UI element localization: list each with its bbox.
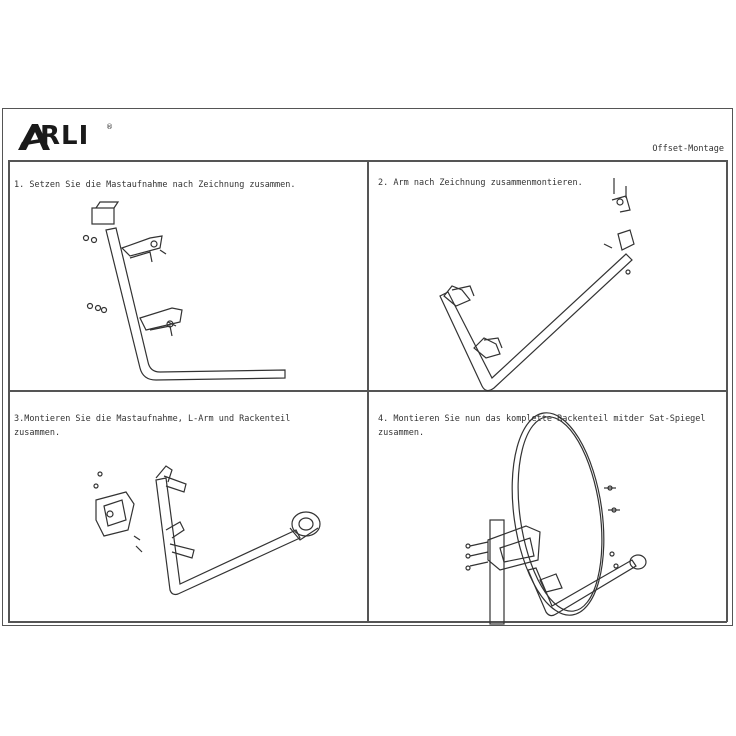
step-4-number: 4. <box>378 414 389 424</box>
step-3-caption: 3.Montieren Sie die Mastaufnahme, L-Arm … <box>14 398 354 440</box>
step-2-text: Arm nach Zeichnung zusammenmontieren. <box>393 178 583 188</box>
step-2-arm-drawing <box>439 178 635 392</box>
vertical-divider <box>367 160 369 622</box>
left-border <box>8 160 10 622</box>
step-1-number: 1. <box>14 180 25 190</box>
arli-logo-icon <box>18 124 50 150</box>
step-4-caption: 4. Montieren Sie nun das komplette Racke… <box>378 398 718 440</box>
step-3-assembly-drawing <box>93 465 321 596</box>
step-1-caption: 1. Setzen Sie die Mastaufnahme nach Zeic… <box>14 164 295 192</box>
step-3-text: Montieren Sie die Mastaufnahme, L-Arm un… <box>14 414 291 438</box>
brand-name: RLI <box>40 121 90 151</box>
right-border <box>726 160 728 622</box>
step-2-number: 2. <box>378 178 389 188</box>
step-4-text: Montieren Sie nun das komplette Rackente… <box>378 414 706 438</box>
step-1-l-arm-drawing <box>82 201 286 381</box>
step-4-dish-drawing <box>465 412 647 625</box>
bottom-border <box>8 621 727 623</box>
step-1-text: Setzen Sie die Mastaufnahme nach Zeichnu… <box>29 180 296 190</box>
registered-mark: ® <box>106 123 113 131</box>
instruction-sheet <box>2 108 733 626</box>
step-2-caption: 2. Arm nach Zeichnung zusammenmontieren. <box>378 162 583 190</box>
step-3-number: 3. <box>14 414 25 424</box>
document-label: Offset-Montage <box>652 144 724 154</box>
